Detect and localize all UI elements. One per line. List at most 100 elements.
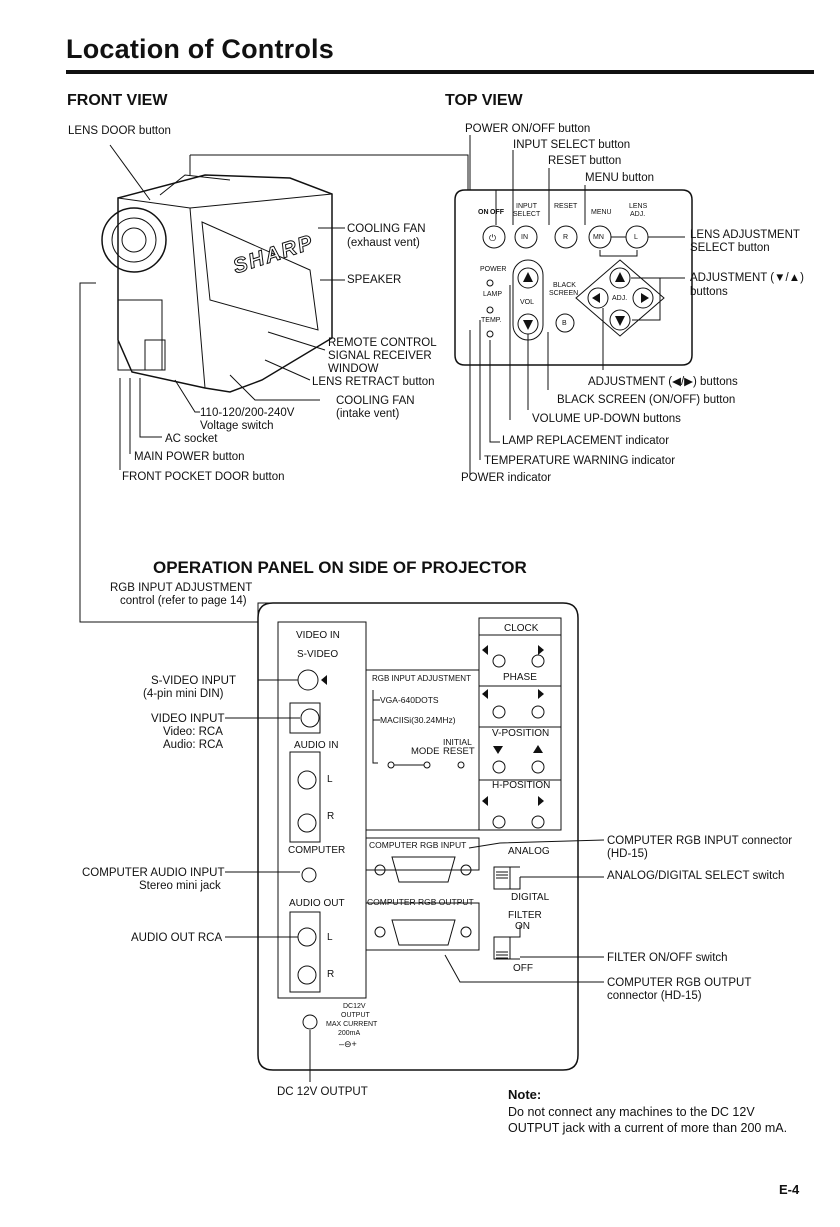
panel-digital: DIGITAL xyxy=(511,892,550,903)
panel-initial: INITIAL xyxy=(443,737,472,747)
tv-off: OFF xyxy=(490,209,504,216)
label-voltage-switch: Voltage switch xyxy=(200,420,274,432)
label-hd15-out: connector (HD-15) xyxy=(607,990,702,1002)
label-4pin: (4-pin mini DIN) xyxy=(143,688,224,700)
label-rgb-output: COMPUTER RGB OUTPUT xyxy=(607,977,752,989)
tv-btn-l[interactable]: L xyxy=(634,234,638,241)
label-speaker: SPEAKER xyxy=(347,274,402,286)
label-cooling-fan-exhaust: COOLING FAN xyxy=(347,223,426,235)
tv-screen: SCREEN xyxy=(549,290,579,297)
panel-polarity: –⊖+ xyxy=(339,1039,357,1049)
label-hd15-in: (HD-15) xyxy=(607,848,648,860)
label-lens-adjustment: LENS ADJUSTMENT xyxy=(690,229,800,241)
label-filter-switch: FILTER ON/OFF switch xyxy=(607,952,728,964)
tv-adj-center: ADJ. xyxy=(612,295,628,302)
panel-audio-in-r: R xyxy=(327,811,335,822)
label-audio-out-rca: AUDIO OUT RCA xyxy=(131,932,223,944)
label-power-indicator: POWER indicator xyxy=(461,472,552,484)
label-menu: MENU button xyxy=(585,172,655,184)
label-volume: VOLUME UP-DOWN buttons xyxy=(532,413,681,425)
panel-rgb-input-adjustment: RGB INPUT ADJUSTMENT xyxy=(372,674,471,683)
label-black-screen: BLACK SCREEN (ON/OFF) button xyxy=(557,394,736,406)
panel-vposition: V-POSITION xyxy=(492,728,550,739)
panel-audio-out-l: L xyxy=(327,932,333,943)
label-main-power: MAIN POWER button xyxy=(134,451,245,463)
panel-video-in: VIDEO IN xyxy=(296,630,340,641)
tv-lamp: LAMP xyxy=(483,291,503,298)
front-view-heading: FRONT VIEW xyxy=(67,92,168,109)
tv-black: BLACK xyxy=(553,282,576,289)
panel-mode: MODE xyxy=(411,746,440,757)
panel-vga: VGA-640DOTS xyxy=(380,695,439,705)
tv-reset: RESET xyxy=(554,203,578,210)
operation-panel-heading: OPERATION PANEL ON SIDE OF PROJECTOR xyxy=(153,558,527,577)
label-analog-digital: ANALOG/DIGITAL SELECT switch xyxy=(607,870,785,882)
panel-filter-off: OFF xyxy=(513,963,533,974)
tv-on: ON xyxy=(478,209,489,216)
panel-comp-rgb-output: COMPUTER RGB OUTPUT xyxy=(367,897,474,907)
tv-select: SELECT xyxy=(513,211,541,218)
tv-input: INPUT xyxy=(516,203,537,210)
label-signal-receiver: SIGNAL RECEIVER xyxy=(328,350,432,362)
tv-adj: ADJ. xyxy=(630,211,646,218)
note-line-2: OUTPUT jack with a current of more than … xyxy=(508,1121,788,1135)
label-lens-door: LENS DOOR button xyxy=(68,125,171,137)
label-lamp: LAMP REPLACEMENT indicator xyxy=(502,435,670,447)
panel-filter: FILTER xyxy=(508,910,542,921)
tv-temp: TEMP. xyxy=(481,317,502,324)
tv-power: POWER xyxy=(480,266,507,273)
panel-reset: RESET xyxy=(443,746,475,757)
label-dc-12v-output: DC 12V OUTPUT xyxy=(277,1086,368,1098)
label-reset: RESET button xyxy=(548,155,622,167)
label-rgb-input-connector: COMPUTER RGB INPUT connector xyxy=(607,835,793,847)
tv-btn-r[interactable]: R xyxy=(563,234,569,241)
label-rgb-adjustment-ref: control (refer to page 14) xyxy=(120,595,247,607)
label-select-button: SELECT button xyxy=(690,242,770,254)
top-view-heading: TOP VIEW xyxy=(445,92,523,109)
panel-hposition: H-POSITION xyxy=(492,780,551,791)
panel-dc12v: DC12V xyxy=(343,1003,366,1010)
note-line-1: Do not connect any machines to the DC 12… xyxy=(508,1105,755,1119)
note-title: Note: xyxy=(508,1087,542,1102)
panel-comp-rgb-input: COMPUTER RGB INPUT xyxy=(369,840,467,850)
label-audio-rca: Audio: RCA xyxy=(163,739,224,751)
label-ac-socket: AC socket xyxy=(165,433,218,445)
panel-phase: PHASE xyxy=(503,672,537,683)
label-front-pocket: FRONT POCKET DOOR button xyxy=(122,471,285,483)
label-exhaust-vent: (exhaust vent) xyxy=(347,237,420,249)
page-number: E-4 xyxy=(779,1182,800,1197)
panel-200ma: 200mA xyxy=(338,1030,361,1037)
tv-vol: VOL xyxy=(520,299,535,306)
label-video-rca: Video: RCA xyxy=(163,726,223,738)
tv-lens: LENS xyxy=(629,203,648,210)
panel-clock: CLOCK xyxy=(504,623,539,634)
label-adjustment-updown: ADJUSTMENT (▼/▲) xyxy=(690,272,804,284)
panel-audio-in: AUDIO IN xyxy=(294,740,339,751)
panel-mac: MACIISi(30.24MHz) xyxy=(380,715,456,725)
label-temp: TEMPERATURE WARNING indicator xyxy=(484,455,676,467)
label-cooling-fan-intake: COOLING FAN xyxy=(336,395,415,407)
panel-audio-in-l: L xyxy=(327,774,333,785)
panel-audio-out-r: R xyxy=(327,969,335,980)
panel-analog: ANALOG xyxy=(508,846,550,857)
label-intake-vent: (intake vent) xyxy=(336,408,400,420)
tv-btn-mn[interactable]: MN xyxy=(593,234,604,241)
label-voltage: 110-120/200-240V xyxy=(200,407,295,419)
label-remote-control: REMOTE CONTROL xyxy=(328,337,437,349)
panel-audio-out: AUDIO OUT xyxy=(289,898,345,909)
label-video-input: VIDEO INPUT xyxy=(151,713,225,725)
tv-btn-in[interactable]: IN xyxy=(521,234,528,241)
power-button-icon[interactable]: ⏻ xyxy=(489,233,497,243)
label-computer-audio: COMPUTER AUDIO INPUT xyxy=(82,867,225,879)
label-adjustment-leftright: ADJUSTMENT (◀/▶) buttons xyxy=(588,376,738,388)
label-stereo-mini: Stereo mini jack xyxy=(139,880,221,892)
panel-filter-on: ON xyxy=(515,921,530,932)
label-power-onoff: POWER ON/OFF button xyxy=(465,123,591,135)
tv-menu: MENU xyxy=(591,209,612,216)
page-title: Location of Controls xyxy=(66,34,334,64)
tv-btn-b[interactable]: B xyxy=(562,320,567,327)
label-lens-retract: LENS RETRACT button xyxy=(312,376,435,388)
panel-computer: COMPUTER xyxy=(288,845,346,856)
label-window: WINDOW xyxy=(328,363,379,375)
